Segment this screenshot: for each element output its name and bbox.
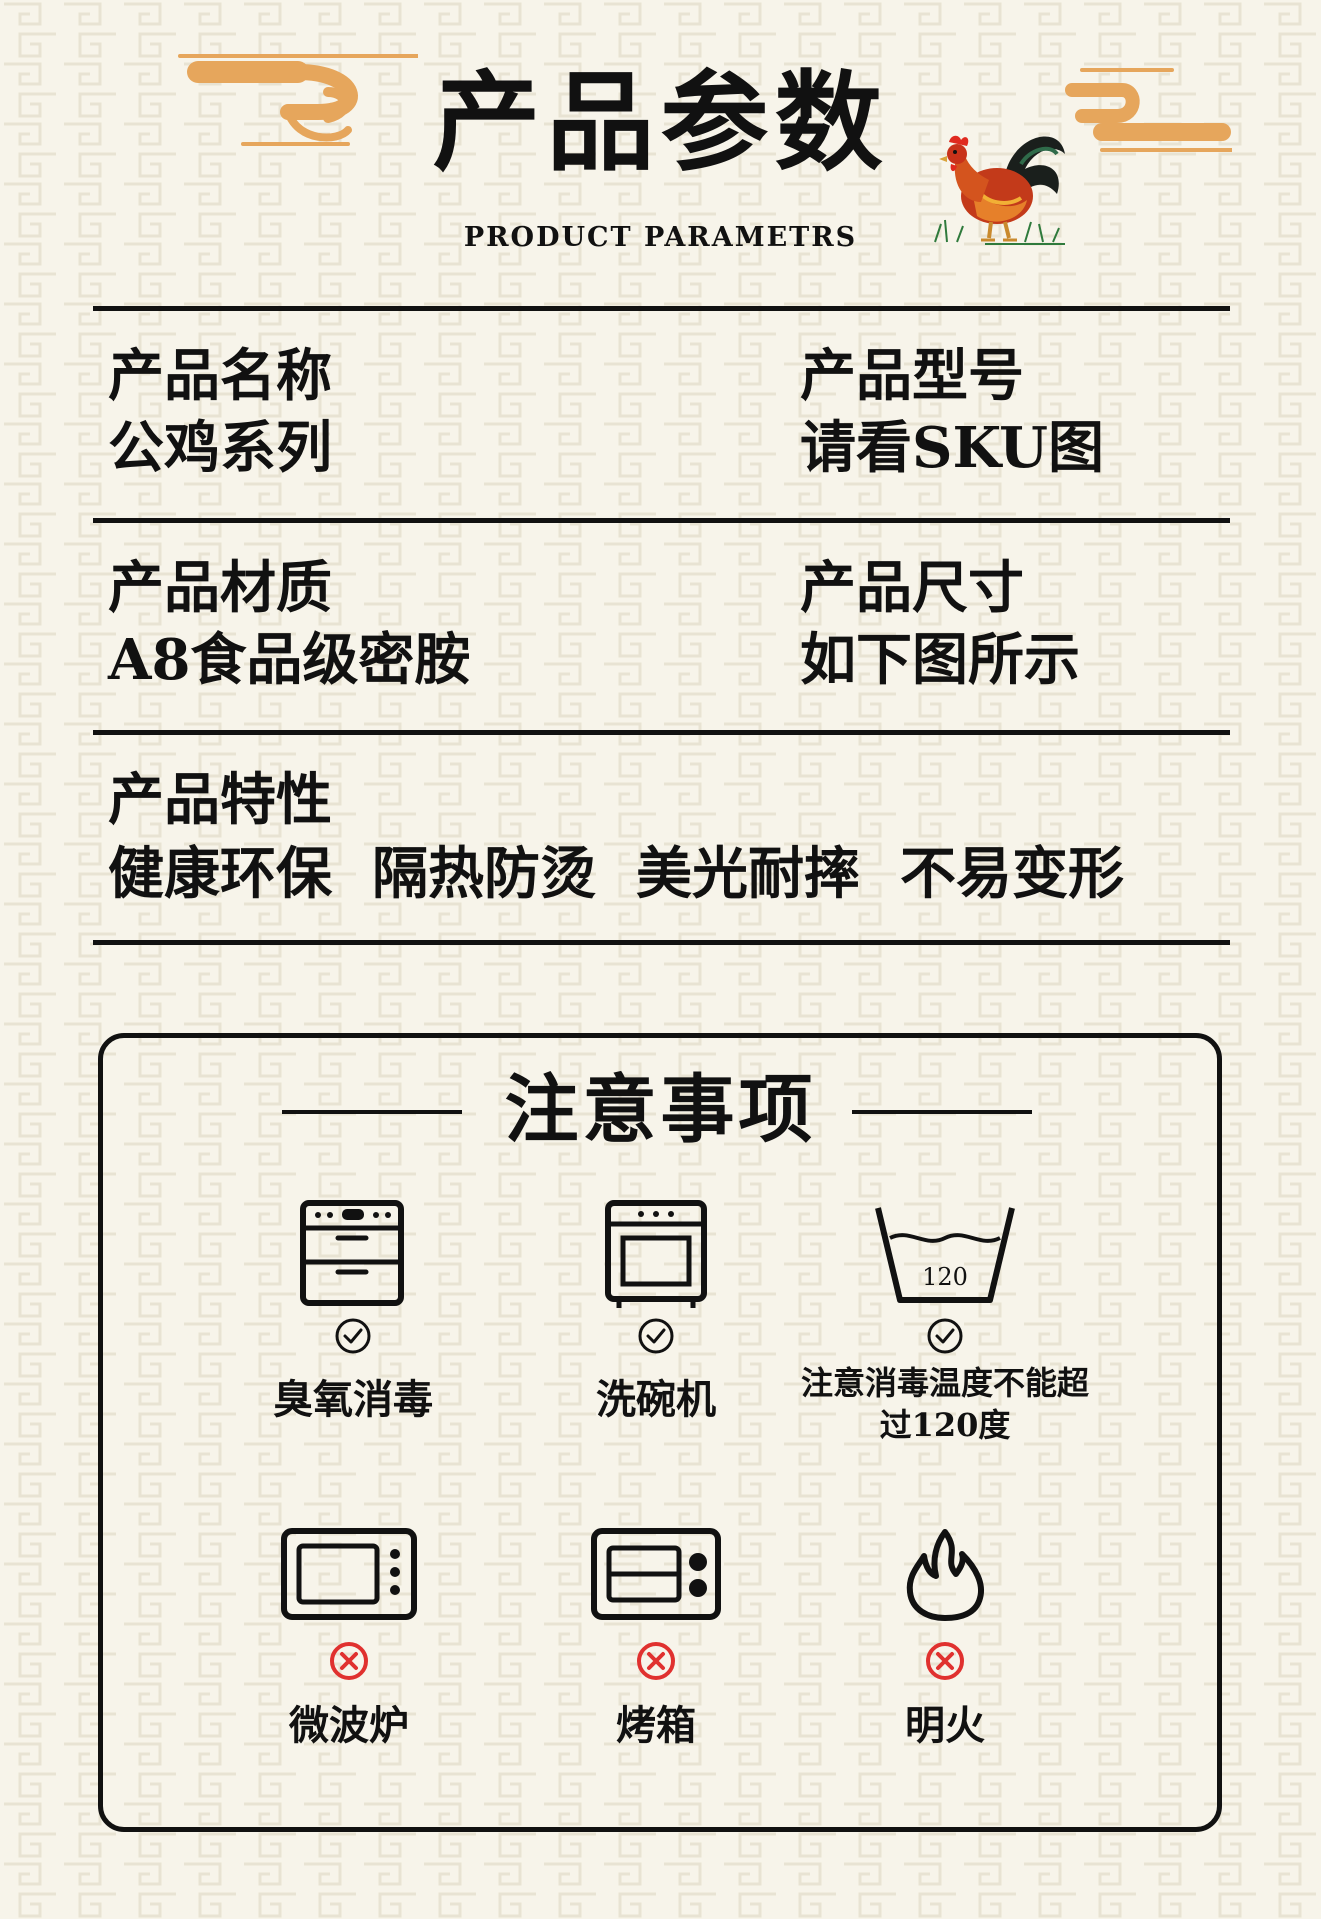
param-value: 如下图所示 — [800, 627, 1080, 693]
basin-temperature-label: 120 — [922, 1263, 968, 1291]
param-label: 产品尺寸 — [800, 555, 1024, 621]
item-label: 烤箱 — [616, 1702, 696, 1749]
param-label: 产品名称 — [108, 343, 332, 409]
param-value: 请看SKU图 — [800, 415, 1104, 481]
cloud-ornament-left-icon — [178, 54, 418, 146]
param-label: 产品型号 — [800, 343, 1024, 409]
forbidden-icon — [637, 1642, 675, 1680]
feature-item: 健康环保 — [108, 841, 332, 907]
ozone-sterilizer-icon — [300, 1200, 404, 1306]
item-label: 注意消毒温度不能超过120度 — [800, 1364, 1089, 1444]
param-product-features: 产品特性 — [108, 764, 332, 836]
forbidden-item-oven: 烤箱 — [506, 1526, 806, 1752]
page-title: 产品参数 — [432, 60, 889, 186]
dishwasher-icon — [605, 1200, 707, 1308]
forbidden-icon — [330, 1642, 368, 1680]
allowed-item-dishwasher: 洗碗机 — [506, 1198, 806, 1426]
rooster-illustration-icon — [934, 135, 1065, 245]
check-icon — [638, 1318, 674, 1354]
param-value: 公鸡系列 — [108, 415, 332, 481]
oven-icon — [591, 1528, 721, 1620]
check-icon — [927, 1318, 963, 1354]
check-icon — [335, 1318, 371, 1354]
param-label: 产品材质 — [108, 555, 332, 621]
forbidden-icon — [926, 1642, 964, 1680]
title-rule-left — [282, 1110, 462, 1114]
cloud-ornament-right-icon — [1065, 68, 1232, 152]
param-product-size: 产品尺寸 如下图所示 — [800, 552, 1080, 696]
features-list: 健康环保 隔热防烫 美光耐摔 不易变形 — [108, 838, 1228, 910]
forbidden-item-microwave: 微波炉 — [199, 1526, 499, 1752]
item-label: 洗碗机 — [596, 1376, 716, 1423]
item-label: 微波炉 — [289, 1702, 409, 1749]
divider — [93, 306, 1230, 311]
param-product-name: 产品名称 公鸡系列 — [108, 340, 332, 484]
forbidden-item-open-flame: 明火 — [795, 1526, 1095, 1752]
divider — [93, 730, 1230, 735]
page-subtitle: PRODUCT PARAMETRS — [463, 222, 858, 253]
param-product-material: 产品材质 A8食品级密胺 — [108, 552, 470, 696]
feature-item: 隔热防烫 — [372, 841, 596, 907]
param-label: 产品特性 — [108, 767, 332, 833]
param-product-model: 产品型号 请看SKU图 — [800, 340, 1104, 484]
notice-title: 注意事项 — [504, 1067, 817, 1153]
item-label: 臭氧消毒 — [273, 1376, 433, 1423]
flame-icon — [906, 1529, 984, 1621]
allowed-item-ozone: 臭氧消毒 — [203, 1198, 503, 1426]
title-rule-right — [852, 1110, 1032, 1114]
microwave-icon — [281, 1528, 417, 1620]
notice-panel — [98, 1033, 1222, 1832]
divider — [93, 518, 1230, 523]
item-label: 明火 — [905, 1702, 985, 1749]
wash-basin-120-icon: 120 — [875, 1207, 1015, 1303]
param-value: A8食品级密胺 — [108, 627, 471, 693]
feature-item: 美光耐摔 — [636, 841, 860, 907]
divider — [93, 940, 1230, 945]
allowed-item-temperature: 120 注意消毒温度不能超过120度 — [795, 1198, 1095, 1446]
feature-item: 不易变形 — [900, 841, 1124, 907]
